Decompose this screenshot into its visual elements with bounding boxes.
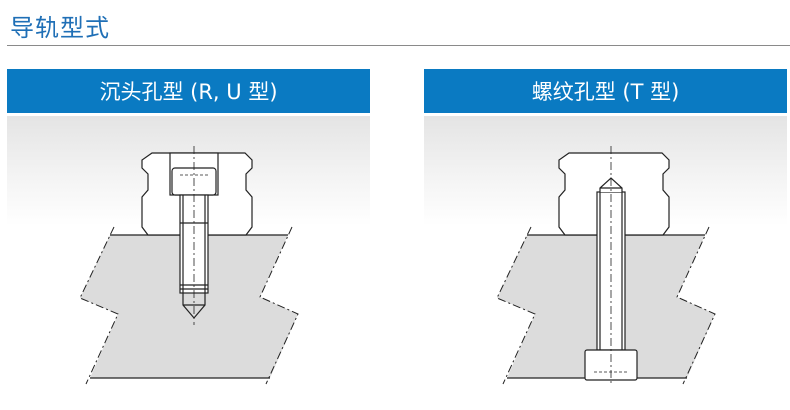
panel-header: 螺纹孔型 (T 型): [424, 69, 787, 113]
title-divider: [7, 45, 790, 46]
panel-header: 沉头孔型 (R, U 型): [7, 69, 370, 113]
counterbore-diagram: [79, 146, 299, 385]
page-title: 导轨型式: [10, 14, 110, 42]
tapped-diagram: [496, 146, 716, 386]
base-plate: [80, 235, 298, 378]
